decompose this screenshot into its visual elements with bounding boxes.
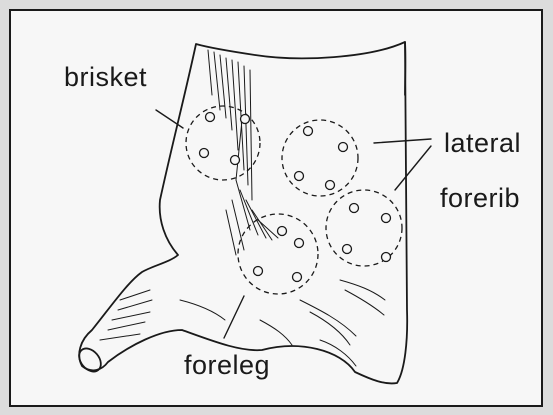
label-foreleg: foreleg: [184, 350, 270, 381]
label-forerib: forerib: [440, 183, 520, 214]
label-lateral: lateral: [444, 128, 521, 159]
label-brisket: brisket: [64, 62, 147, 93]
